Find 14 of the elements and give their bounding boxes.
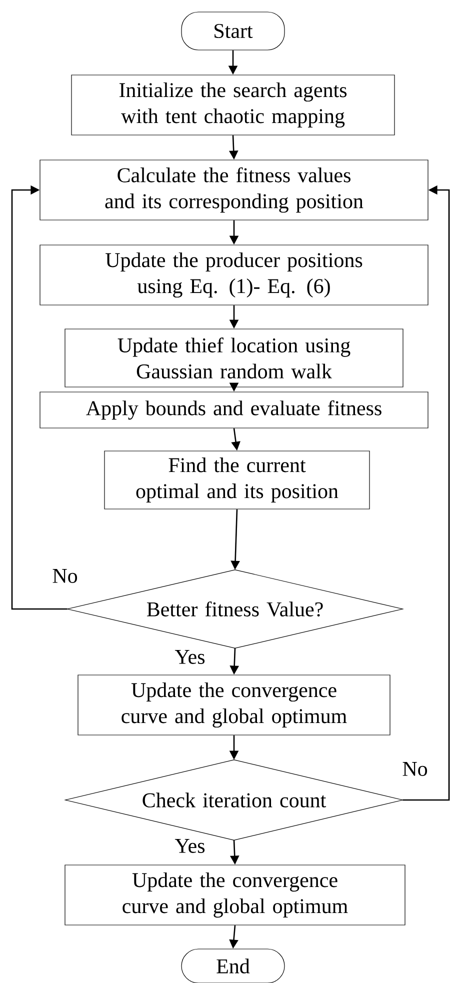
process-box: Update the convergence curve and global optimum (78, 674, 390, 736)
terminal-box: Start (181, 12, 285, 50)
terminal-box: End (181, 948, 285, 983)
process-box: Apply bounds and evaluate fitness (40, 392, 428, 428)
process-box: Update thief location using Gaussian random walk (64, 328, 404, 388)
arrow (11, 185, 68, 610)
process-box: Update the convergence curve and global optimum (64, 864, 406, 926)
process-box: Find the current optimal and its position (104, 450, 370, 510)
edge-label: Yes (174, 838, 206, 854)
process-box: Update the producer positions using Eq. (1)- Eq. (6) (40, 244, 428, 306)
edge-label: No (401, 761, 429, 777)
edge-label: Yes (174, 649, 206, 665)
process-box: Calculate the fitness values and its corresponding position (40, 160, 428, 220)
process-box: Initialize the search agents with tent chaotic mapping (71, 74, 395, 136)
